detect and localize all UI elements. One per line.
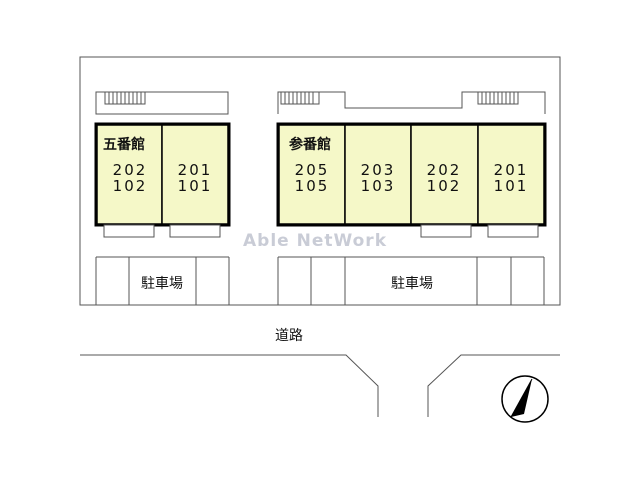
unit-cell [477,124,545,225]
watermark: Able NetWork [243,231,387,251]
road-label: 道路 [275,328,303,344]
parking-right [277,256,545,305]
parking-label-right: 駐車場 [391,275,433,292]
entrance-step [420,224,472,238]
building-outline [94,122,231,227]
parking-left [95,256,230,305]
unit-number-lower: 103 [361,177,396,195]
north-arrow-icon [501,375,549,423]
unit-number-upper: 202 [113,161,148,179]
road [80,354,560,417]
unit-number-upper: 202 [427,161,462,179]
building-name: 五番館 [103,136,145,153]
parking-label-bg [384,273,440,293]
unit-number-lower: 105 [295,177,330,195]
entrance-step [103,224,155,238]
parking-label-left: 駐車場 [141,275,183,292]
unit-number-lower: 102 [113,177,148,195]
unit-number-upper: 201 [494,161,529,179]
unit-number-upper: 203 [361,161,396,179]
building-outline [276,122,547,227]
unit-number-lower: 102 [427,177,462,195]
unit-cell [344,124,412,225]
entrance-step [487,224,539,238]
unit-number-upper: 201 [178,161,213,179]
balcony-left [95,91,229,115]
unit-cell [278,124,346,225]
building-5: 五番館 202 102 201 101 [94,122,231,238]
building-name: 参番館 [289,136,331,153]
building-3: 参番館 205 105 203 103 202 102 201 101 [276,122,547,238]
unit-number-lower: 101 [178,177,213,195]
site-boundary [79,56,561,306]
unit-cell [161,124,229,225]
parking-label-bg [134,273,190,293]
entrance-step [169,224,221,238]
unit-number-upper: 205 [295,161,330,179]
balcony-right [277,91,546,114]
unit-number-lower: 101 [494,177,529,195]
